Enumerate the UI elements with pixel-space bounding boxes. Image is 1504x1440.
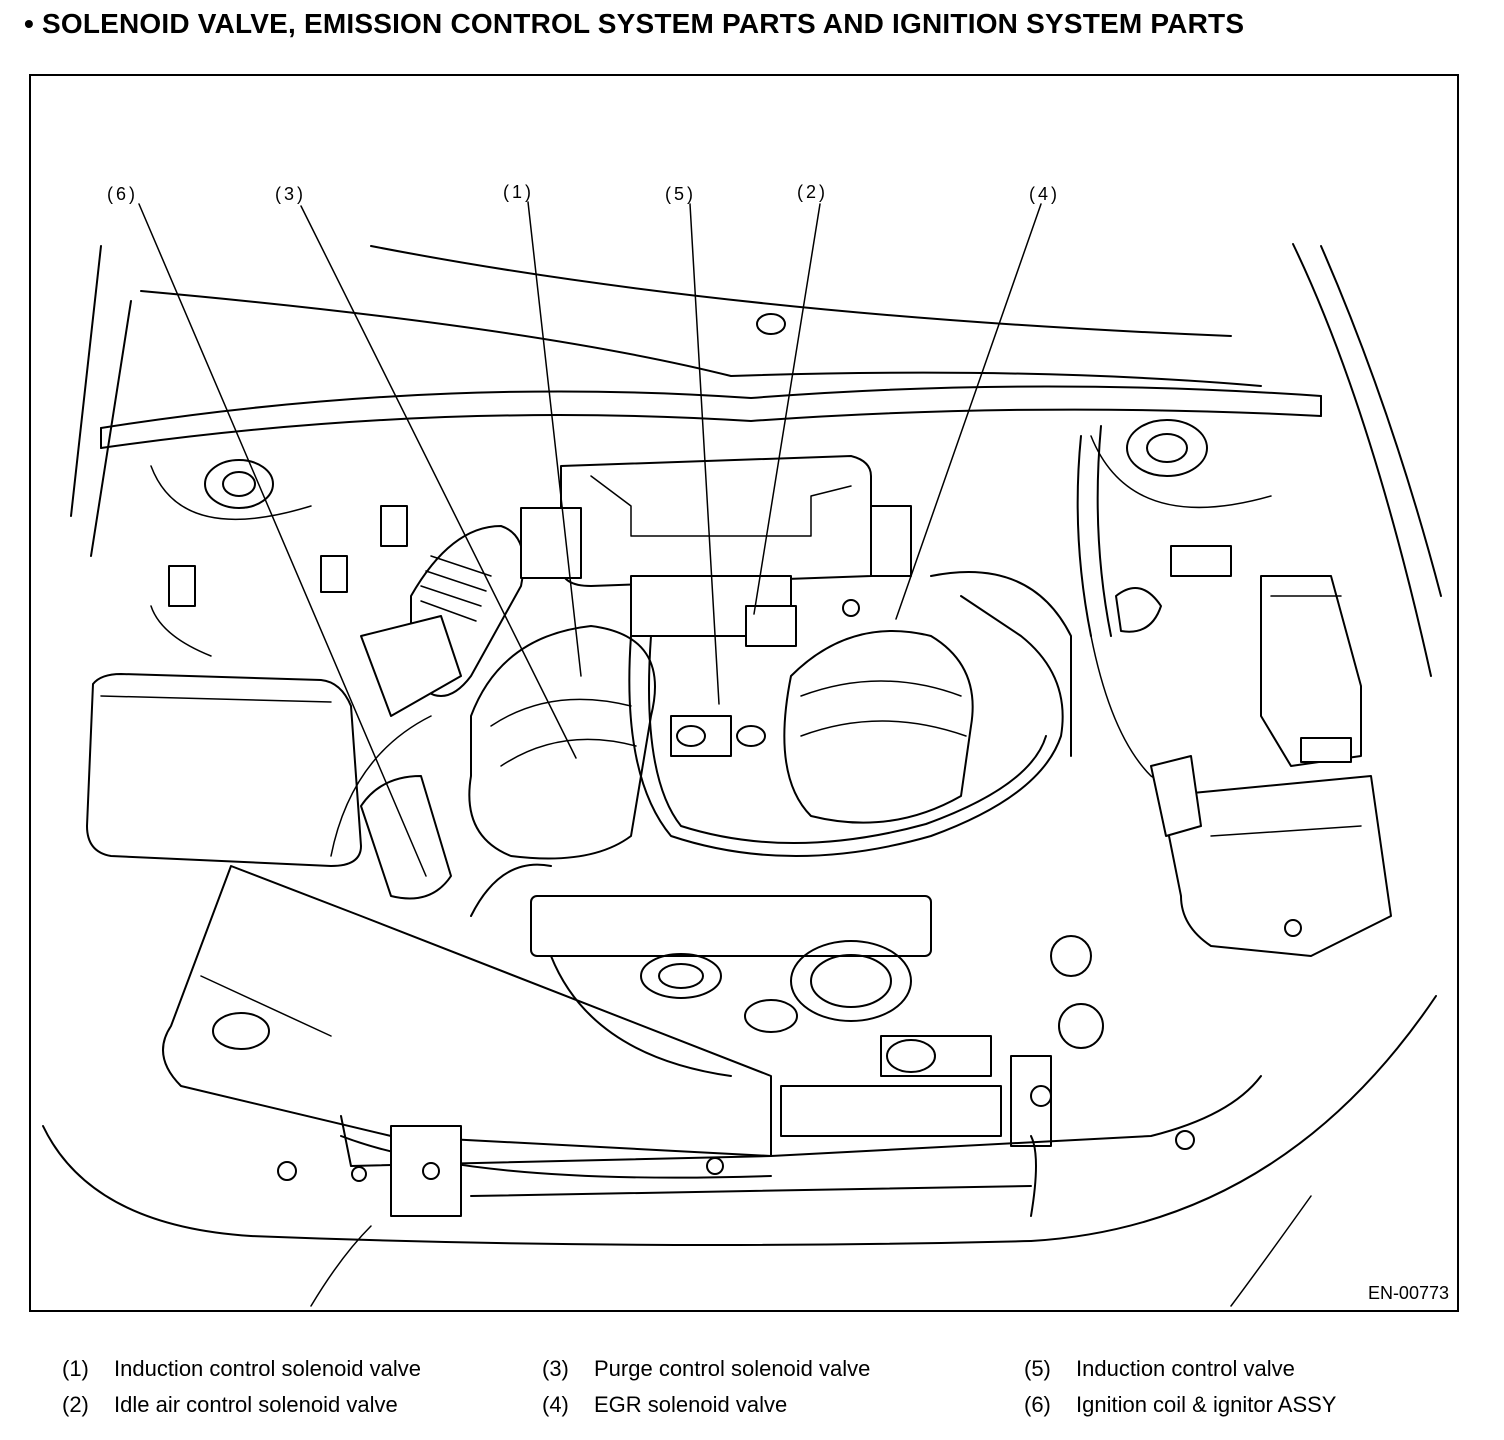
engine-bay-drawing: (6) (3) (1) (5) (2) (4) [42,182,1442,1307]
legend-item-3: (3) Purge control solenoid valve [542,1356,870,1382]
engine-front [470,863,1104,1217]
legend-item-2: (2) Idle air control solenoid valve [62,1392,398,1418]
callout-1: (1) [503,182,534,202]
page-title: • SOLENOID VALVE, EMISSION CONTROL SYSTE… [24,8,1245,39]
legend-item-5: (5) Induction control valve [1024,1356,1295,1382]
legend-num: (3) [542,1356,569,1381]
strut-tower-left [150,459,312,521]
front-air-duct [162,865,772,1157]
legend-num: (5) [1024,1356,1051,1381]
body-outline [42,243,1442,1307]
leader-lines [138,201,1042,877]
legend-label: Purge control solenoid valve [594,1356,871,1381]
intake-manifold-right [783,630,974,824]
legend-num: (2) [62,1392,89,1417]
callout-5: (5) [665,184,696,204]
callout-3: (3) [275,184,306,204]
intake-manifold-left [468,625,656,860]
legend-label: Idle air control solenoid valve [114,1392,398,1417]
callout-4: (4) [1029,184,1060,204]
leader-line-1 [527,201,582,677]
legend: (1) Induction control solenoid valve (2) I… [62,1352,1482,1432]
right-connectors [1115,545,1232,837]
leader-line-3 [300,205,577,759]
legend-num: (6) [1024,1392,1051,1417]
leader-line-5 [689,203,720,705]
callout-6: (6) [107,184,138,204]
air-cleaner-box [86,565,362,867]
legend-item-6: (6) Ignition coil & ignitor ASSY [1024,1392,1336,1418]
leader-line-2 [753,203,821,615]
legend-num: (1) [62,1356,89,1381]
figure-id: EN-00773 [1367,1283,1449,1303]
callout-2: (2) [797,182,828,202]
battery [1160,775,1392,957]
legend-label: EGR solenoid valve [594,1392,788,1417]
intake-chamber [520,455,912,617]
ignition-coil-area [320,505,452,900]
leader-line-6 [138,203,427,877]
cowl-panel [100,245,1322,449]
radiator-support [277,1075,1262,1217]
legend-num: (4) [542,1392,569,1417]
legend-label: Induction control valve [1076,1356,1295,1381]
intake-duct [360,525,525,717]
fuse-box [1260,575,1362,767]
strut-tower-right [1090,419,1272,509]
legend-item-1: (1) Induction control solenoid valve [62,1356,421,1382]
leader-line-4 [895,203,1042,620]
legend-label: Induction control solenoid valve [114,1356,421,1381]
legend-item-4: (4) EGR solenoid valve [542,1392,787,1418]
solenoid-bracket [630,575,797,757]
engine-bay-figure: (6) (3) (1) (5) (2) (4) EN-00773 [29,74,1459,1312]
legend-label: Ignition coil & ignitor ASSY [1076,1392,1337,1417]
